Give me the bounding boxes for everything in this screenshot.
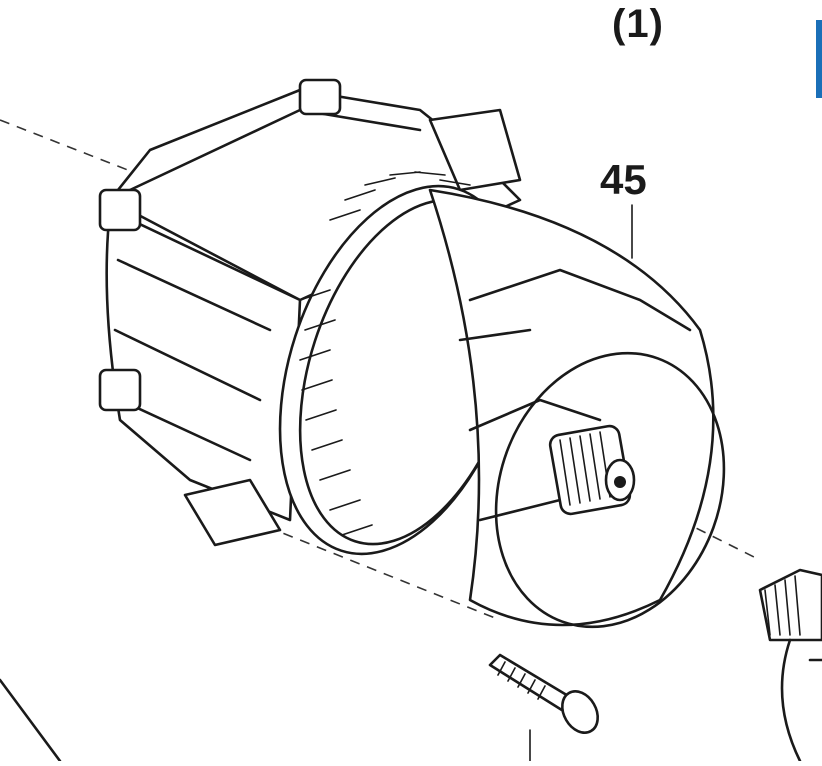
gearbox-housing — [98, 78, 726, 629]
screw — [488, 653, 599, 734]
axis-line-right — [599, 479, 761, 561]
adjacent-part-edge — [0, 678, 62, 763]
spindle — [548, 424, 636, 516]
adjacent-motor-part — [758, 568, 822, 763]
screw-axis-line — [249, 519, 501, 621]
group-label: (1) — [612, 2, 664, 46]
frame-edge — [816, 20, 822, 98]
part-number-label: 45 — [600, 156, 647, 203]
